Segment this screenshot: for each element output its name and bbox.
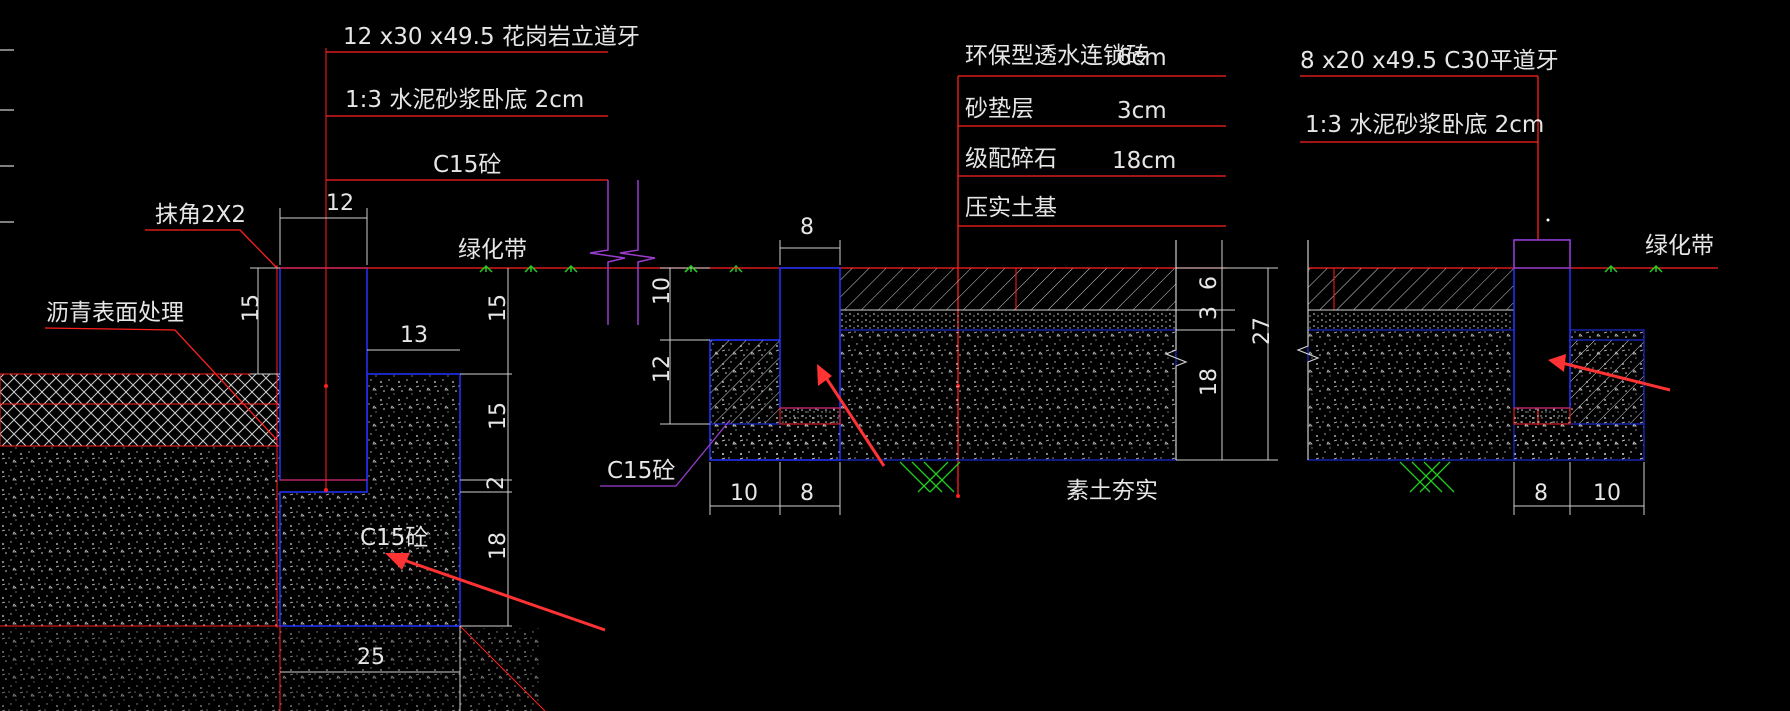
graded-gravel-layer bbox=[839, 329, 1177, 461]
subgrade-symbol bbox=[899, 461, 961, 493]
label-c15-base: C15砼 bbox=[433, 152, 501, 178]
label-layer-brick: 环保型透水连锁砖 bbox=[965, 43, 1149, 69]
granite-curb bbox=[279, 267, 368, 481]
middle-red-arrow bbox=[817, 364, 886, 467]
label-layer-gravel-thickness: 18cm bbox=[1112, 148, 1176, 174]
label-mortar-bed-left: 1:3 水泥砂浆卧底 2cm bbox=[345, 87, 584, 113]
right-brick-layer bbox=[1307, 267, 1515, 311]
label-layer-subgrade: 压实土基 bbox=[965, 195, 1057, 221]
dim-total: 27 bbox=[1250, 317, 1275, 345]
grass-symbols-right bbox=[1604, 264, 1663, 273]
asphalt-surface-layer bbox=[0, 373, 281, 405]
label-mortar-bed-right: 1:3 水泥砂浆卧底 2cm bbox=[1305, 112, 1544, 138]
middle-section: 环保型透水连锁砖 6cm 砂垫层 3cm 级配碎石 18cm 压实土基 C15砼… bbox=[600, 43, 1278, 515]
label-green-belt-right: 绿化带 bbox=[1645, 233, 1714, 259]
dim-right-mid: 15 bbox=[486, 402, 511, 430]
label-c15-backing: C15砼 bbox=[360, 525, 428, 551]
dim-right-upper: 15 bbox=[486, 294, 511, 322]
label-flat-curb-spec: 8 x20 x49.5 C30平道牙 bbox=[1300, 48, 1559, 74]
right-section: 8 x20 x49.5 C30平道牙 1:3 水泥砂浆卧底 2cm 绿化带 8 … bbox=[1296, 48, 1718, 515]
dim-middle-curb-width: 8 bbox=[800, 215, 814, 240]
dim-right-small: 2 bbox=[484, 476, 509, 490]
dim-middle-exposure: 10 bbox=[650, 277, 675, 305]
label-layer-sand: 砂垫层 bbox=[965, 96, 1034, 122]
label-c15-middle: C15砼 bbox=[607, 458, 675, 484]
dim-curb-exposure: 15 bbox=[239, 294, 264, 322]
dim-middle-base-right: 8 bbox=[800, 481, 814, 506]
left-gravel-base bbox=[0, 446, 280, 626]
label-rammed-soil: 素土夯实 bbox=[1066, 478, 1158, 504]
dim-haunch-width: 13 bbox=[400, 323, 428, 348]
dim-bottom-width: 25 bbox=[357, 645, 385, 670]
label-green-belt-left: 绿化带 bbox=[458, 237, 527, 263]
label-chamfer: 抹角2X2 bbox=[155, 202, 246, 228]
label-granite-curb-spec: 12 x30 x49.5 花岗岩立道牙 bbox=[343, 24, 640, 50]
dim-layer-1: 6 bbox=[1197, 276, 1222, 290]
dim-right-base-width: 10 bbox=[1593, 481, 1621, 506]
label-asphalt-treatment: 沥青表面处理 bbox=[46, 300, 184, 326]
label-layer-sand-thickness: 3cm bbox=[1117, 98, 1167, 124]
dim-right-lower: 18 bbox=[486, 532, 511, 560]
left-edge-ticks bbox=[0, 49, 14, 223]
left-bottom-soil bbox=[0, 628, 540, 711]
right-red-arrow bbox=[1548, 354, 1671, 392]
dim-middle-base-left: 10 bbox=[730, 481, 758, 506]
label-layer-brick-thickness: 6cm bbox=[1117, 45, 1167, 71]
break-line bbox=[589, 180, 656, 325]
dim-layer-2: 3 bbox=[1197, 306, 1222, 320]
dim-middle-embed: 12 bbox=[650, 355, 675, 383]
permeable-brick-layer bbox=[839, 267, 1177, 311]
dim-layer-3: 18 bbox=[1197, 368, 1222, 396]
left-red-arrow bbox=[385, 553, 606, 632]
dim-curb-width: 12 bbox=[326, 191, 354, 216]
sand-cushion-layer bbox=[839, 309, 1177, 331]
grass-symbols-left bbox=[479, 264, 743, 273]
asphalt-base-layer bbox=[0, 403, 281, 447]
left-section: 12 x30 x49.5 花岗岩立道牙 1:3 水泥砂浆卧底 2cm C15砼 … bbox=[0, 24, 743, 711]
label-layer-gravel: 级配碎石 bbox=[965, 146, 1057, 172]
dim-right-curb-width: 8 bbox=[1534, 481, 1548, 506]
